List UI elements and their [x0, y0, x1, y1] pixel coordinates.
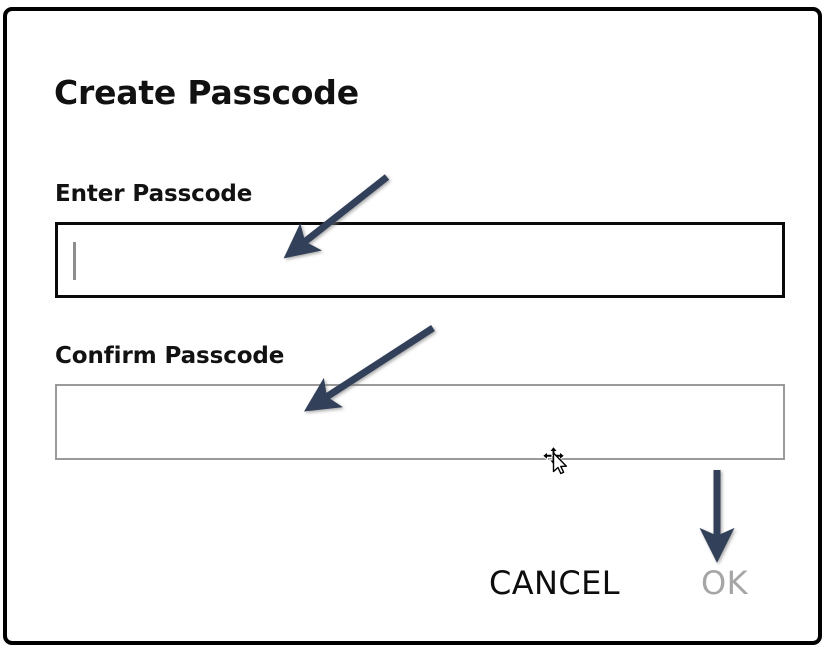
create-passcode-dialog: Create Passcode Enter Passcode Confirm P… [3, 7, 822, 645]
enter-passcode-input[interactable] [55, 222, 785, 298]
ok-button: OK [701, 564, 748, 602]
text-caret [73, 242, 76, 280]
dialog-title: Create Passcode [54, 73, 359, 112]
confirm-passcode-input[interactable] [55, 384, 785, 460]
confirm-passcode-label: Confirm Passcode [55, 343, 285, 369]
enter-passcode-label: Enter Passcode [55, 181, 253, 207]
cancel-button[interactable]: CANCEL [489, 564, 620, 602]
